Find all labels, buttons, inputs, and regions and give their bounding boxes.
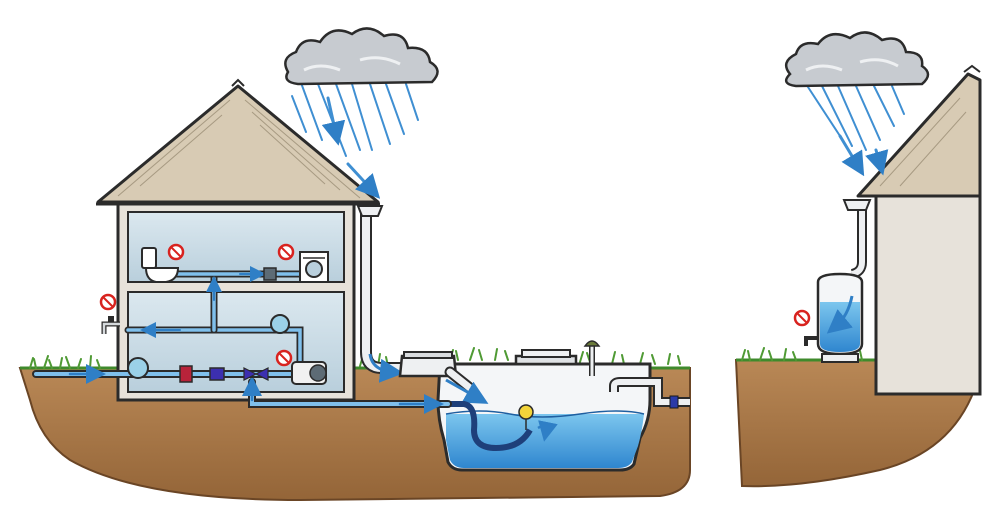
water-meter-icon	[127, 267, 290, 379]
toilet-icon	[141, 247, 180, 283]
washing-machine-icon	[299, 251, 329, 283]
downpipe-icon	[356, 204, 414, 383]
float-switch-icon	[518, 404, 534, 420]
pump-icon	[291, 361, 327, 385]
roof	[96, 84, 380, 204]
rain-barrel-icon	[804, 199, 872, 363]
cloud-icon	[284, 27, 439, 86]
cloud-icon	[784, 31, 930, 88]
cistern-tank	[398, 340, 690, 472]
faucet-icon	[101, 316, 120, 334]
rain-icon	[805, 83, 905, 177]
barrel-water	[820, 302, 860, 352]
valve-icon	[179, 365, 269, 383]
house	[96, 78, 380, 402]
no-drinking-water-sign-icon	[99, 243, 811, 367]
side-house	[856, 64, 982, 396]
rain-icon	[291, 79, 419, 199]
